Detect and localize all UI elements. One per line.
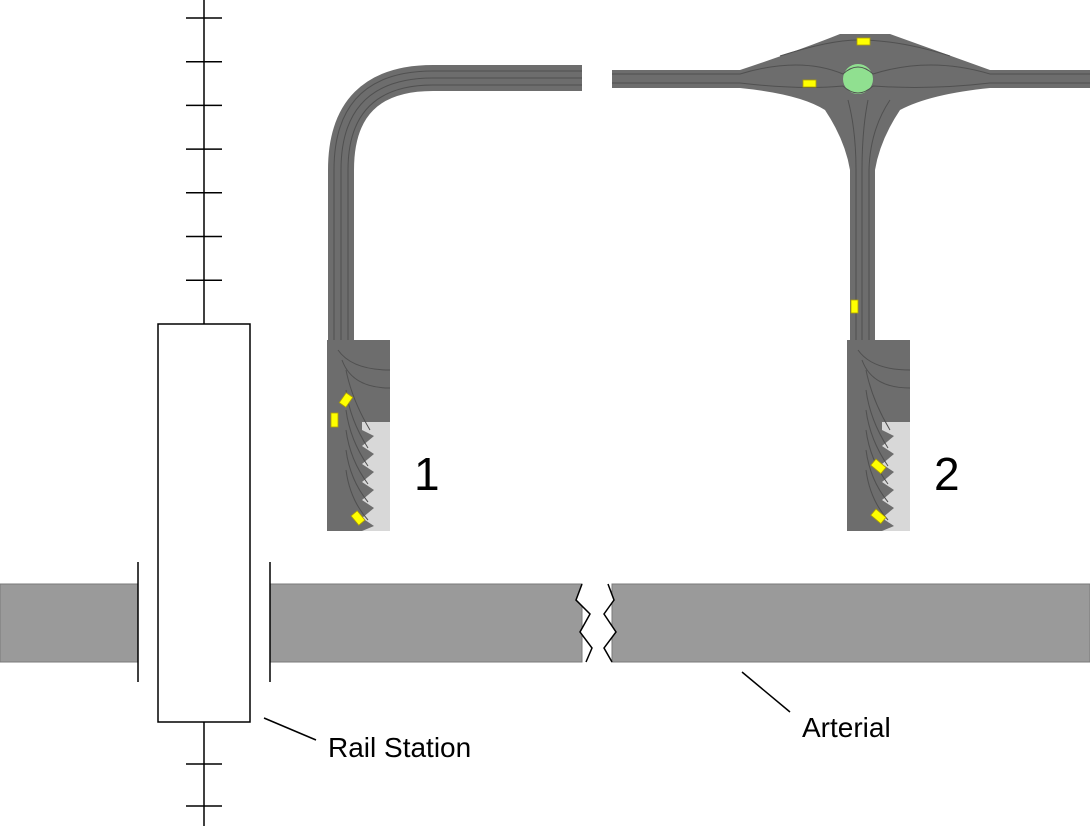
vehicle bbox=[850, 299, 859, 314]
vehicle bbox=[870, 458, 887, 475]
rail-station-label: Rail Station bbox=[328, 732, 471, 763]
arterial-break-mark bbox=[576, 584, 616, 662]
rail-line bbox=[186, 0, 222, 826]
vehicle bbox=[870, 508, 887, 525]
site-2-road-network bbox=[612, 34, 1090, 531]
rail-station-leader bbox=[263, 717, 317, 741]
vehicle bbox=[338, 392, 354, 408]
rail-station bbox=[157, 323, 251, 723]
site-2-label: 2 bbox=[934, 448, 960, 500]
arterial-segment-left bbox=[0, 583, 139, 663]
arterial-segment-right bbox=[611, 583, 1090, 663]
arterial-leader bbox=[741, 671, 791, 713]
arterial-road bbox=[0, 562, 1090, 682]
arterial-label: Arterial bbox=[802, 712, 891, 743]
site-1-label: 1 bbox=[414, 448, 440, 500]
site-1-road-network bbox=[327, 65, 582, 531]
roundabout-island bbox=[843, 64, 873, 94]
vehicle bbox=[330, 412, 339, 428]
arterial-segment-middle bbox=[269, 583, 583, 663]
vehicle bbox=[856, 37, 871, 46]
vehicle bbox=[350, 510, 366, 526]
vehicle bbox=[802, 79, 817, 88]
